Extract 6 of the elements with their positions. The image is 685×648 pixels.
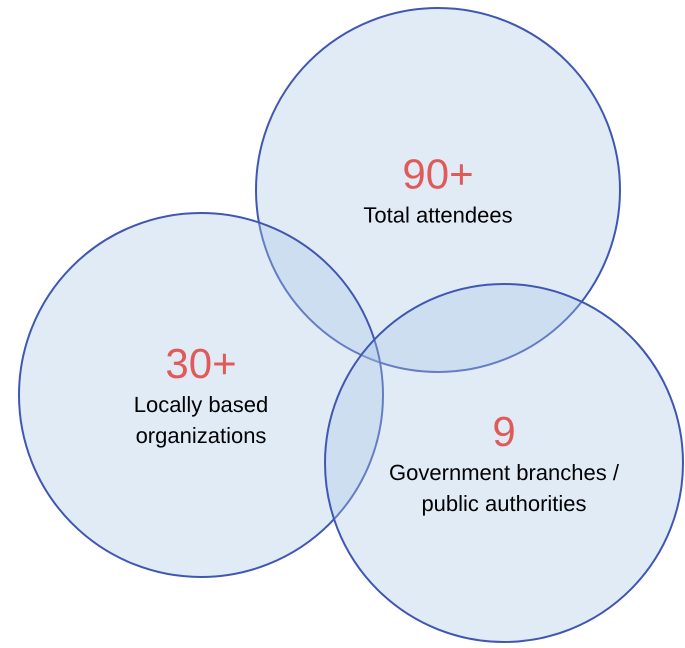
stat-number: 9: [492, 407, 516, 457]
stat-label: Total attendees: [363, 202, 513, 230]
stat-label: Locally based organizations: [132, 391, 270, 450]
stat-label: Government branches / public authorities: [389, 459, 619, 518]
stat-number: 90+: [402, 150, 474, 200]
stat-number: 30+: [165, 339, 237, 389]
